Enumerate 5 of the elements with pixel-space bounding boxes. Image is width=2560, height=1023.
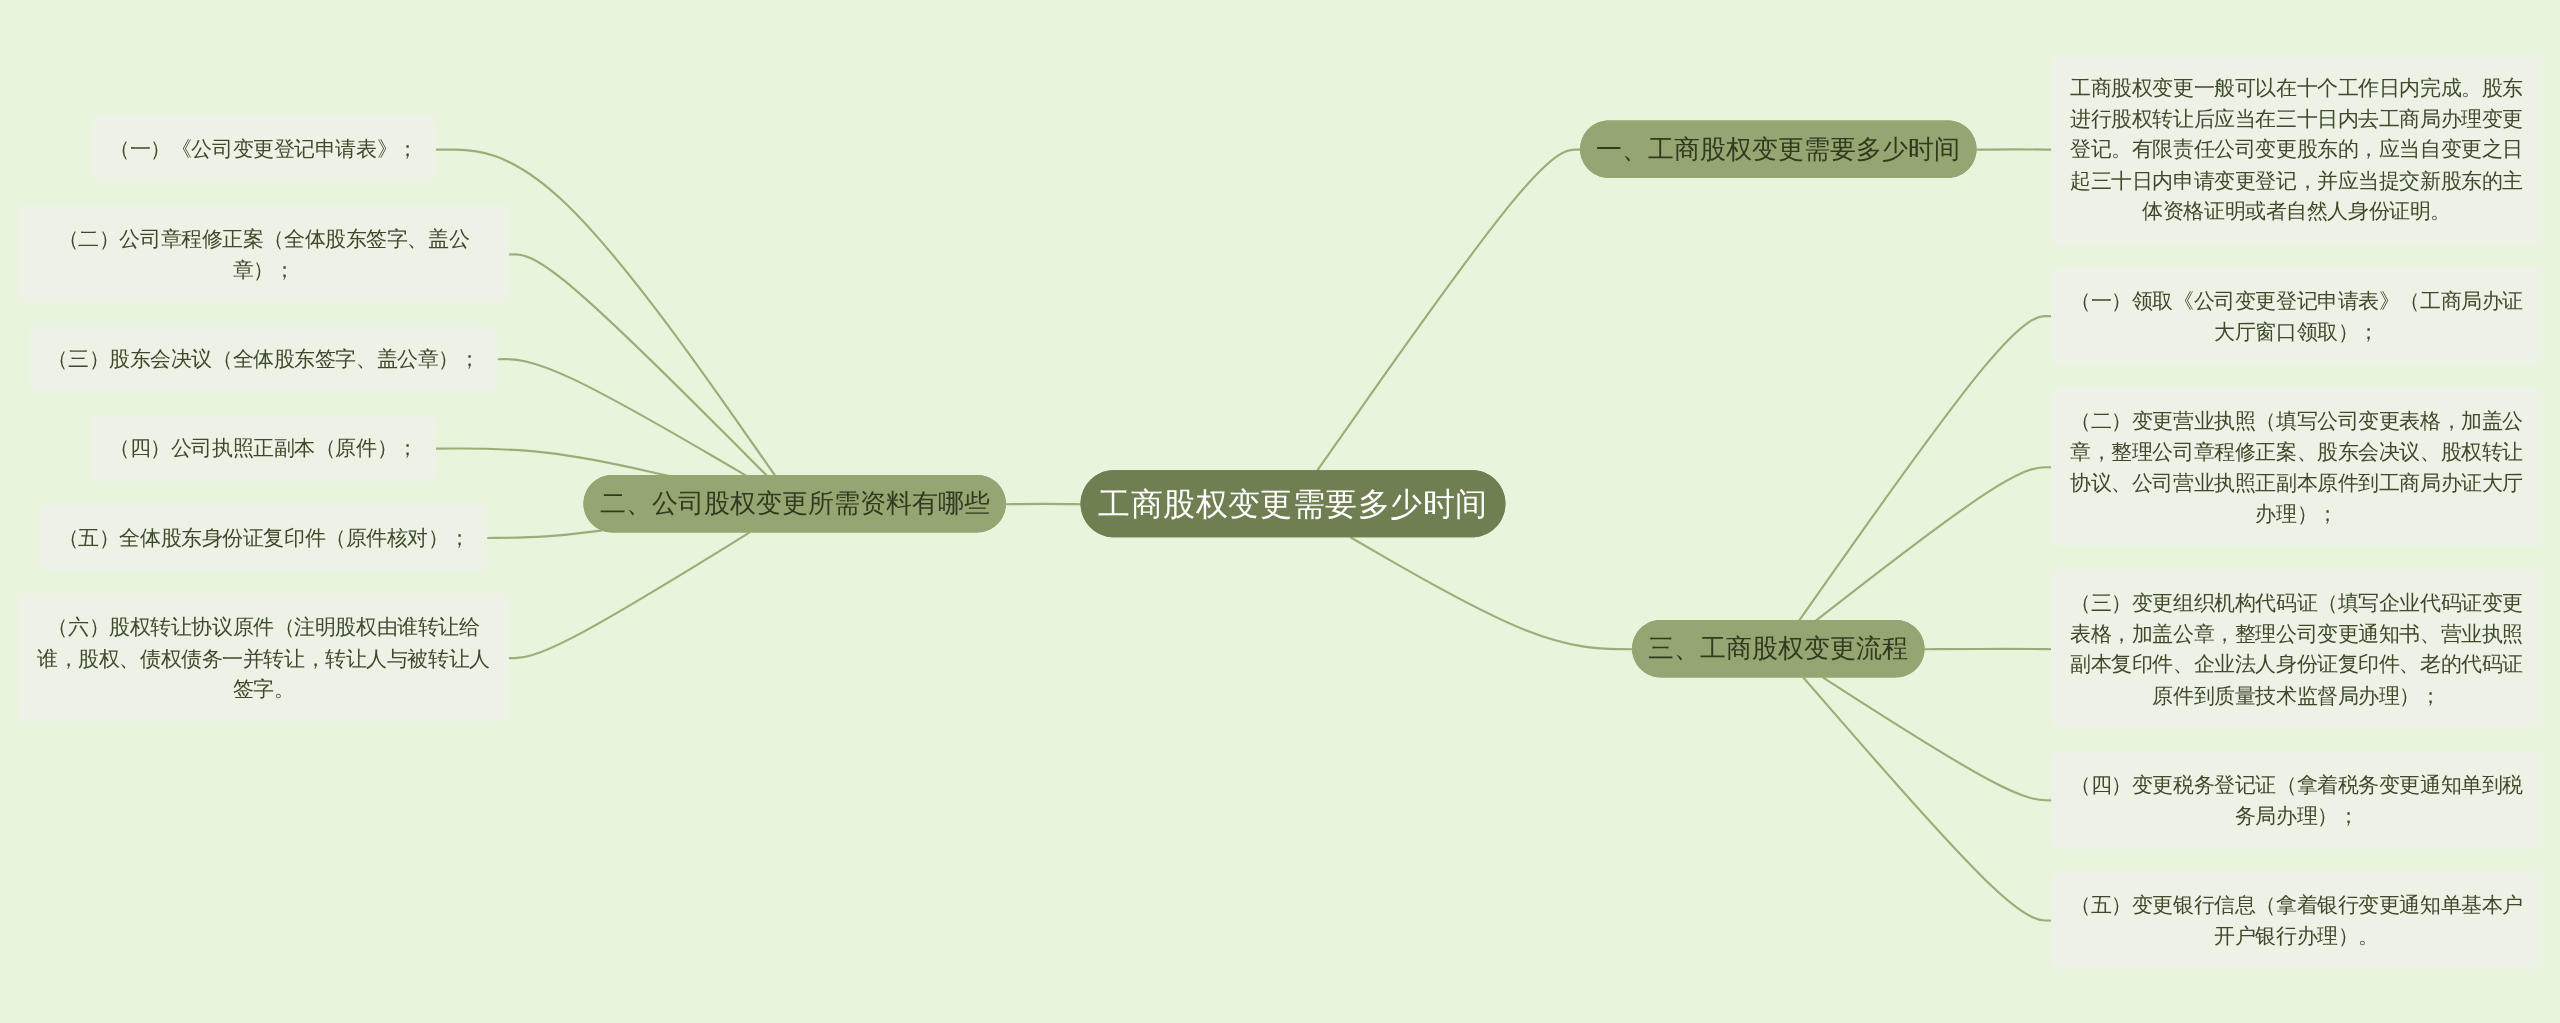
connector xyxy=(1005,502,1082,506)
connector xyxy=(487,529,603,540)
connector xyxy=(435,148,777,477)
connector xyxy=(508,531,751,660)
connector xyxy=(508,253,768,477)
